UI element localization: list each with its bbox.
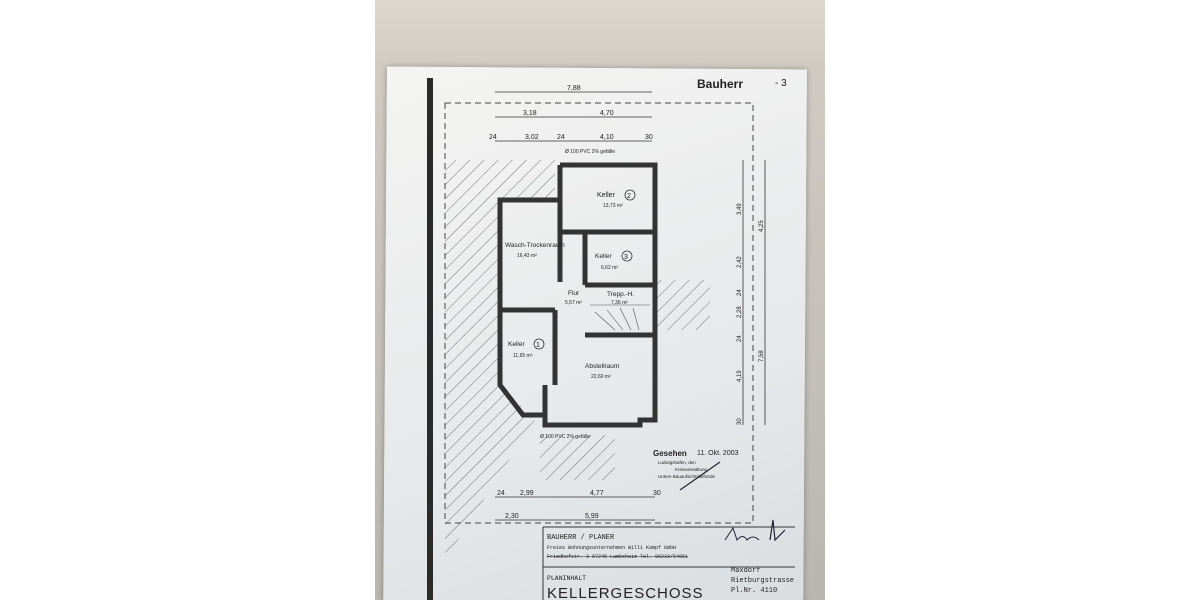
signature (769, 519, 786, 542)
svg-text:Keller: Keller (597, 192, 616, 199)
room-wasch-trockenraum: Wasch-Trockenraum 16,43 m² (505, 242, 565, 259)
svg-text:30: 30 (737, 418, 743, 425)
room-keller-1: Keller 1 11,65 m² (508, 338, 545, 359)
svg-text:Kreisverwaltung: Kreisverwaltung (675, 467, 708, 472)
svg-text:2,30: 2,30 (505, 513, 519, 520)
svg-text:5,99: 5,99 (585, 513, 599, 520)
room-abstellraum: Abstellraum 22,60 m² (585, 363, 619, 380)
svg-text:Friedhofstr. 3 67245 Lambsheim: Friedhofstr. 3 67245 Lambsheim Tel. 0623… (547, 554, 688, 560)
stairs (590, 304, 650, 331)
svg-text:24: 24 (737, 289, 743, 296)
svg-text:3: 3 (624, 254, 628, 261)
dim-top: 3,02 (525, 134, 539, 141)
svg-text:KELLERGESCHOSS: KELLERGESCHOSS (547, 585, 704, 600)
sheet-binding-edge (427, 78, 433, 600)
sheet-mark: - 3 (775, 78, 787, 89)
hatched-area-bottom (540, 435, 615, 480)
svg-text:Flur: Flur (568, 290, 580, 297)
top-dimension-lines (495, 91, 652, 142)
room-keller-2: Keller 2 13,73 m² (597, 189, 636, 209)
dim-top: 7,88 (567, 85, 581, 92)
svg-text:Freies Wohnungsunternehmen Wil: Freies Wohnungsunternehmen Willi Kampf G… (547, 545, 676, 551)
title-block: BAUHERR / PLANER Freies Wohnungsunterneh… (542, 519, 795, 600)
hatched-area-right (655, 280, 710, 330)
signature (724, 526, 760, 541)
dim-top: 4,10 (600, 134, 614, 141)
svg-text:4,77: 4,77 (590, 490, 604, 497)
svg-text:7,58: 7,58 (759, 350, 765, 362)
svg-text:Ludwigshafen, den: Ludwigshafen, den (658, 460, 696, 465)
svg-text:2: 2 (627, 193, 631, 200)
svg-text:Rietburgstrasse: Rietburgstrasse (731, 577, 794, 585)
svg-text:Pl.Nr. 4110: Pl.Nr. 4110 (731, 587, 777, 595)
svg-text:30: 30 (653, 490, 661, 497)
svg-text:6,62 m²: 6,62 m² (601, 265, 618, 271)
svg-text:2,99: 2,99 (520, 490, 534, 497)
svg-text:24: 24 (737, 335, 743, 342)
room-flur: Flur 5,57 m² (565, 290, 582, 306)
bottom-dimensions: 24 2,99 4,77 30 2,30 5,99 (497, 490, 661, 520)
svg-text:Keller: Keller (508, 341, 525, 348)
svg-text:PLANINHALT: PLANINHALT (547, 575, 586, 582)
svg-text:BAUHERR / PLANER: BAUHERR / PLANER (547, 534, 615, 542)
pipe-label-top: Ø 100 PVC 2% gefälle (565, 149, 615, 155)
svg-text:24: 24 (497, 490, 505, 497)
dim-top: 24 (489, 134, 497, 141)
dim-top: 4,70 (600, 110, 614, 117)
svg-text:Maxdorf: Maxdorf (731, 567, 760, 575)
svg-text:3,49: 3,49 (737, 203, 743, 215)
svg-text:13,73 m²: 13,73 m² (603, 203, 623, 209)
svg-text:16,43 m²: 16,43 m² (517, 253, 537, 259)
svg-text:Wasch-Trockenraum: Wasch-Trockenraum (505, 242, 565, 249)
walls (497, 162, 658, 428)
approval-stamp: Gesehen 11. Okt. 2003 Ludwigshafen, den … (653, 449, 739, 491)
svg-text:Keller: Keller (595, 253, 612, 260)
dim-top: 24 (557, 134, 565, 141)
svg-text:Gesehen: Gesehen (653, 449, 687, 458)
svg-text:22,60 m²: 22,60 m² (591, 374, 611, 380)
room-keller-3: Keller 3 6,62 m² (595, 250, 633, 271)
svg-text:11. Okt. 2003: 11. Okt. 2003 (697, 450, 739, 457)
svg-text:2,42: 2,42 (737, 256, 743, 268)
right-dimensions: 3,49 2,42 24 2,28 24 4,19 30 4,25 7,58 (737, 203, 765, 425)
svg-text:Abstellraum: Abstellraum (585, 363, 619, 370)
photo: Bauherr - 3 7,88 3,18 4,70 24 3,02 24 4,… (375, 0, 825, 600)
svg-text:4,25: 4,25 (759, 220, 765, 232)
room-treppenhaus: Trepp.-H. 7,36 m² (607, 291, 634, 306)
floor-plan: Bauherr - 3 7,88 3,18 4,70 24 3,02 24 4,… (444, 77, 795, 600)
svg-text:11,65 m²: 11,65 m² (513, 353, 533, 359)
header-label: Bauherr (697, 77, 743, 91)
svg-text:4,19: 4,19 (737, 370, 743, 382)
svg-text:Trepp.-H.: Trepp.-H. (607, 291, 634, 298)
dim-top: 3,18 (523, 110, 537, 117)
svg-text:1: 1 (536, 342, 540, 349)
svg-text:5,57 m²: 5,57 m² (565, 300, 582, 306)
dim-top: 30 (645, 134, 653, 141)
pipe-label-bottom: Ø 100 PVC 2% gefälle (540, 434, 590, 440)
svg-text:2,28: 2,28 (737, 306, 743, 318)
svg-text:Untere Bauaufsichtsbehörde: Untere Bauaufsichtsbehörde (658, 474, 716, 479)
svg-text:7,36 m²: 7,36 m² (611, 300, 628, 306)
